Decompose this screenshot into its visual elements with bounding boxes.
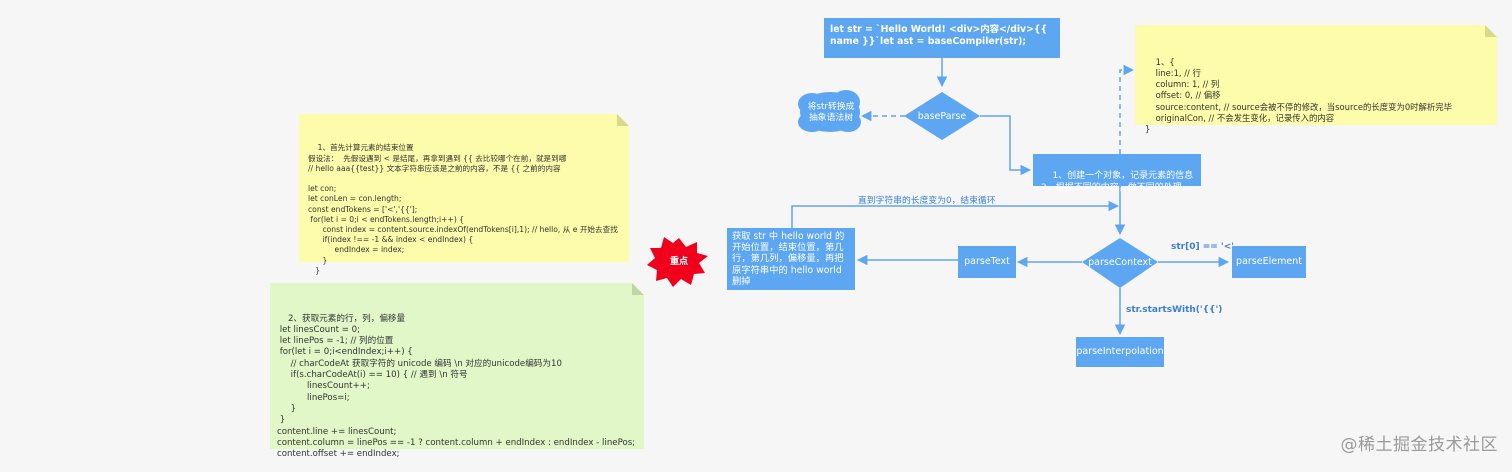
arrow-create-to-note [1119, 64, 1135, 154]
line-column-note: 2、获取元素的行，列，偏移量 let linesCount = 0; let l… [270, 283, 644, 459]
note-fold [617, 114, 629, 126]
arrow-baseparse-to-create [980, 115, 1032, 176]
baseparse-diamond [904, 92, 980, 140]
top-code-text: let str = `Hello World! <div>内容</div>{{ … [830, 24, 1048, 47]
note-fold [632, 283, 644, 295]
loop-label: 直到字符串的长度变为0，结束循环 [858, 196, 996, 206]
parse-interpolation-node: parseInterpolation [1076, 337, 1164, 367]
important-burst [647, 237, 708, 287]
cloud-shape [798, 90, 861, 132]
top-code-node: let str = `Hello World! <div>内容</div>{{ … [824, 18, 1060, 58]
parse-element-node: parseElement [1232, 246, 1306, 278]
parse-text-node: parseText [958, 246, 1016, 278]
important-label: 重点 [669, 256, 688, 267]
parsecontext-label: parseContext [1088, 256, 1152, 268]
create-object-node: 1、创建一个对象，记录元素的信息 2、根据不同的内容，做不同的处理 [1033, 154, 1201, 193]
parsecontext-diamond [1082, 238, 1158, 288]
element-condition-label: str[0] == '<' [1171, 242, 1234, 252]
watermark-text: @稀土掘金技术社区 [1340, 435, 1498, 455]
arrow-loop-back [791, 200, 1120, 228]
cloud-label: 将str转换成抽象语法树 [807, 102, 855, 123]
baseparse-label: baseParse [917, 110, 967, 122]
note-fold [1485, 25, 1497, 37]
end-position-note: 1、首先计算元素的结束位置 假设法： 先假设遇到 < 是结尾，再拿到遇到 {{ … [299, 114, 629, 275]
context-note: 1、{ line:1, // 行 column: 1, // 列 offset:… [1135, 25, 1497, 134]
interpolation-condition-label: str.startsWith('{{') [1126, 305, 1223, 315]
get-text-node: 获取 str 中 hello world 的开始位置，结束位置，第几行，第几列，… [727, 228, 855, 290]
